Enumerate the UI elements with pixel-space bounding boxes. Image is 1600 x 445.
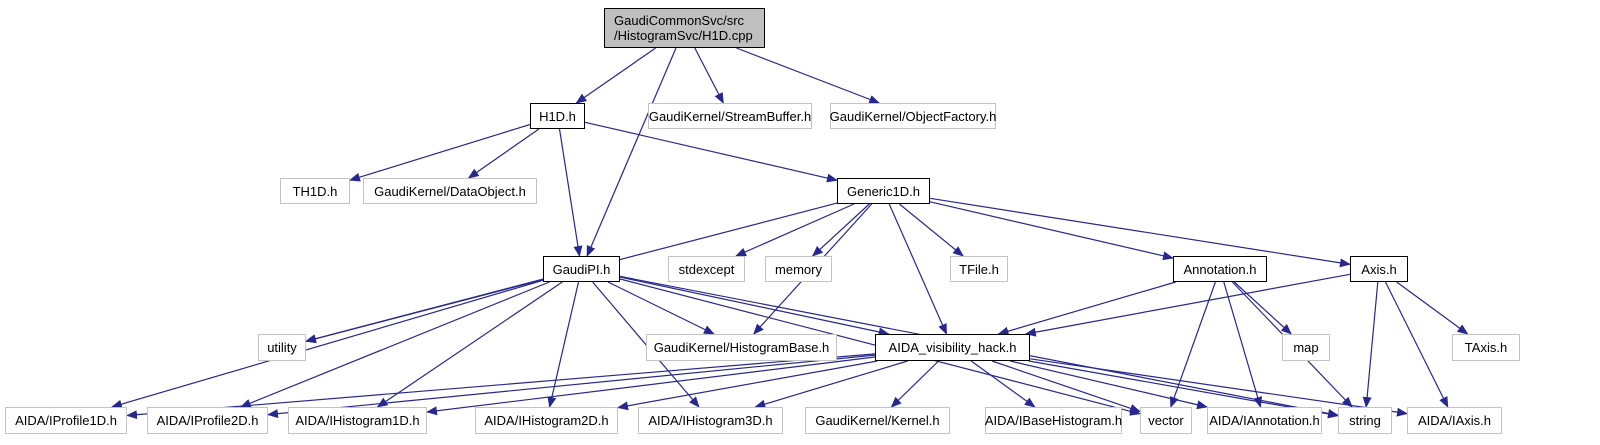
graph-node-label: Generic1D.h [847, 183, 920, 199]
graph-node-stdexcept[interactable]: stdexcept [668, 256, 745, 282]
graph-edge-gaudipi-h-to-aida-ihistogram1d-h [376, 281, 563, 408]
graph-edge-generic1d-h-to-axis-h [929, 197, 1351, 268]
graph-node-h1d-cpp[interactable]: GaudiCommonSvc/src /HistogramSvc/H1D.cpp [604, 8, 765, 48]
graph-node-label: Axis.h [1361, 261, 1397, 277]
graph-node-label: GaudiKernel/DataObject.h [374, 183, 526, 199]
graph-node-label: AIDA/IProfile2D.h [156, 413, 259, 428]
graph-node-th1d-h[interactable]: TH1D.h [280, 178, 350, 204]
graph-edge-annotation-h-to-aida-iannotation-h [1223, 281, 1263, 408]
graph-node-label: AIDA/IHistogram3D.h [648, 413, 773, 428]
graph-node-aida-iaxis-h[interactable]: AIDA/IAxis.h [1407, 407, 1502, 434]
graph-node-label: GaudiKernel/HistogramBase.h [653, 340, 830, 355]
graph-edge-axis-h-to-taxis-h [1396, 281, 1469, 335]
graph-edge-generic1d-h-to-tfile-h [899, 203, 964, 257]
graph-edge-aida-visibility-hack-h-to-string [1028, 360, 1339, 419]
graph-node-label: vector [1148, 413, 1184, 428]
graph-edge-axis-h-to-aida-iaxis-h [1384, 281, 1449, 408]
graph-node-label: GaudiPI.h [552, 261, 611, 277]
graph-node-tfile-h[interactable]: TFile.h [950, 256, 1008, 282]
graph-node-label: AIDA/IProfile1D.h [15, 413, 117, 428]
graph-edge-gaudipi-h-to-aida-iprofile1d-h [110, 279, 544, 409]
graph-node-label: H1D.h [539, 108, 576, 124]
graph-node-gaudikernel-kernel-h[interactable]: GaudiKernel/Kernel.h [805, 407, 950, 434]
graph-node-gaudikernel-streambuffer-h[interactable]: GaudiKernel/StreamBuffer.h [648, 103, 812, 129]
graph-edge-gaudipi-h-to-utility [305, 278, 544, 344]
graph-node-label: memory [775, 261, 822, 277]
graph-node-label: GaudiKernel/Kernel.h [815, 413, 940, 428]
graph-edge-h1d-h-to-gaudipi-h [558, 128, 583, 257]
graph-edge-h1d-h-to-generic1d-h [584, 121, 838, 183]
graph-node-aida-ihistogram3d-h[interactable]: AIDA/IHistogram3D.h [638, 407, 783, 434]
graph-node-taxis-h[interactable]: TAxis.h [1452, 334, 1520, 361]
graph-edge-annotation-h-to-vector [1169, 281, 1216, 408]
graph-edge-gaudipi-h-to-aida-iprofile2d-h [239, 281, 550, 408]
graph-node-label: map [1293, 340, 1319, 355]
graph-edge-aida-visibility-hack-h-to-aida-iannotation-h [1010, 360, 1208, 410]
graph-node-label: AIDA/IAnnotation.h [1209, 413, 1320, 428]
graph-node-aida-iannotation-h[interactable]: AIDA/IAnnotation.h [1207, 407, 1322, 434]
graph-edge-generic1d-h-to-memory [811, 203, 870, 257]
graph-edge-aida-visibility-hack-h-to-aida-ihistogram3d-h [754, 360, 908, 409]
graph-edge-h1d-cpp-to-gaudikernel-objectfactory-h [736, 47, 881, 104]
graph-node-map[interactable]: map [1282, 334, 1330, 361]
graph-node-generic1d-h[interactable]: Generic1D.h [837, 178, 930, 204]
graph-node-gaudipi-h[interactable]: GaudiPI.h [543, 256, 620, 282]
graph-edge-aida-visibility-hack-h-to-aida-iprofile1d-h [126, 353, 876, 420]
graph-edge-h1d-cpp-to-h1d-h [575, 47, 656, 104]
graph-node-label: TH1D.h [292, 183, 338, 199]
graph-edge-h1d-h-to-gaudikernel-dataobject-h [467, 128, 540, 179]
graph-node-aida-ibasehistogram-h[interactable]: AIDA/IBaseHistogram.h [985, 407, 1122, 434]
graph-edge-aida-visibility-hack-h-to-aida-iaxis-h [1029, 358, 1408, 417]
graph-node-label: AIDA_visibility_hack.h [888, 340, 1017, 355]
graph-node-label: TAxis.h [1464, 340, 1508, 355]
graph-node-gaudikernel-dataobject-h[interactable]: GaudiKernel/DataObject.h [363, 178, 537, 204]
graph-node-memory[interactable]: memory [765, 256, 832, 282]
graph-node-string[interactable]: string [1338, 407, 1392, 434]
graph-node-gaudikernel-histogrambase-h[interactable]: GaudiKernel/HistogramBase.h [646, 334, 837, 361]
graph-edge-annotation-h-to-aida-visibility-hack-h [997, 281, 1176, 336]
graph-node-aida-iprofile2d-h[interactable]: AIDA/IProfile2D.h [147, 407, 268, 434]
graph-node-label: AIDA/IHistogram2D.h [484, 413, 609, 428]
graph-node-label: utility [267, 340, 297, 355]
graph-edge-generic1d-h-to-annotation-h [929, 201, 1174, 261]
graph-node-axis-h[interactable]: Axis.h [1350, 256, 1408, 282]
graph-node-h1d-h[interactable]: H1D.h [530, 103, 585, 129]
graph-edge-aida-visibility-hack-h-to-aida-ihistogram2d-h [617, 360, 878, 411]
graph-node-aida-ihistogram1d-h[interactable]: AIDA/IHistogram1D.h [288, 407, 427, 434]
graph-node-vector[interactable]: vector [1140, 407, 1192, 434]
graph-edge-axis-h-to-aida-visibility-hack-h [1024, 273, 1351, 337]
graph-node-label: AIDA/IAxis.h [1418, 413, 1491, 428]
graph-edge-h1d-h-to-th1d-h [349, 123, 531, 182]
graph-node-label: Annotation.h [1183, 261, 1257, 277]
graph-edge-annotation-h-to-map [1233, 281, 1292, 335]
graph-edge-aida-visibility-hack-h-to-aida-ibasehistogram-h [970, 360, 1036, 408]
graph-node-label: AIDA/IBaseHistogram.h [984, 413, 1123, 428]
graph-edge-aida-visibility-hack-h-to-vector [991, 360, 1141, 413]
graph-edge-aida-visibility-hack-h-to-aida-iprofile2d-h [267, 354, 876, 419]
graph-edge-h1d-cpp-to-gaudipi-h [586, 47, 677, 257]
graph-edge-h1d-cpp-to-gaudikernel-streambuffer-h [694, 47, 724, 104]
graph-node-aida-ihistogram2d-h[interactable]: AIDA/IHistogram2D.h [475, 407, 618, 434]
graph-edge-gaudipi-h-to-aida-visibility-hack-h [619, 276, 890, 337]
graph-node-label: TFile.h [959, 261, 999, 277]
graph-node-label: GaudiCommonSvc/src /HistogramSvc/H1D.cpp [614, 13, 753, 43]
graph-node-aida-iprofile1d-h[interactable]: AIDA/IProfile1D.h [5, 407, 127, 434]
graph-edge-gaudipi-h-to-aida-ihistogram3d-h [592, 281, 700, 408]
graph-node-utility[interactable]: utility [258, 334, 306, 361]
graph-node-label: GaudiKernel/StreamBuffer.h [648, 108, 812, 124]
graph-node-label: string [1349, 413, 1381, 428]
graph-node-annotation-h[interactable]: Annotation.h [1173, 256, 1267, 282]
graph-edge-generic1d-h-to-aida-visibility-hack-h [888, 203, 948, 335]
graph-edge-axis-h-to-string [1362, 281, 1379, 408]
graph-edge-generic1d-h-to-stdexcept [735, 203, 855, 257]
graph-node-label: stdexcept [678, 261, 735, 277]
graph-edge-gaudipi-h-to-gaudikernel-histogrambase-h [607, 281, 715, 335]
graph-node-label: GaudiKernel/ObjectFactory.h [829, 108, 997, 124]
graph-node-aida-visibility-hack-h[interactable]: AIDA_visibility_hack.h [875, 334, 1030, 361]
graph-edge-aida-visibility-hack-h-to-gaudikernel-kernel-h [890, 360, 940, 408]
graph-node-gaudikernel-objectfactory-h[interactable]: GaudiKernel/ObjectFactory.h [830, 103, 996, 129]
graph-node-label: AIDA/IHistogram1D.h [295, 413, 420, 428]
graph-edge-aida-visibility-hack-h-to-aida-ihistogram1d-h [426, 356, 876, 416]
